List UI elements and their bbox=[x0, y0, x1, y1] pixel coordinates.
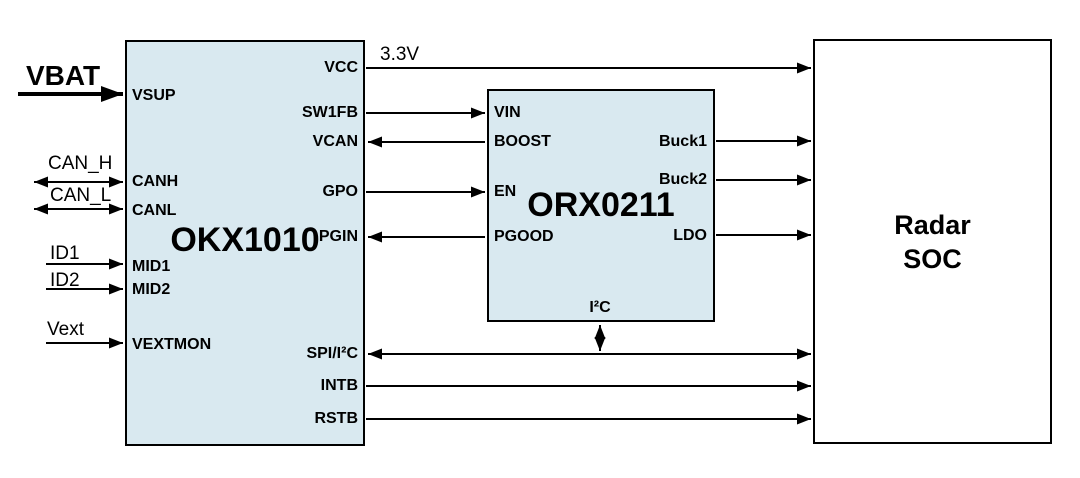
orx0211-pin-boost: BOOST bbox=[494, 133, 551, 150]
okx1010-pin-pgin: PGIN bbox=[318, 228, 358, 245]
radar-soc-title: Radar SOC bbox=[815, 208, 1050, 276]
orx0211-pin-ldo: LDO bbox=[673, 227, 707, 244]
radar-soc-title-line1: Radar bbox=[894, 210, 971, 240]
orx0211-title: ORX0211 bbox=[527, 186, 675, 224]
block-radar-soc: Radar SOC bbox=[813, 39, 1052, 444]
okx1010-pin-canl: CANL bbox=[132, 202, 177, 219]
okx1010-pin-canh: CANH bbox=[132, 173, 179, 190]
block-okx1010: OKX1010 bbox=[125, 40, 365, 446]
label-id2: ID2 bbox=[50, 270, 80, 291]
label-vext: Vext bbox=[47, 319, 84, 340]
orx0211-pin-buck2: Buck2 bbox=[658, 171, 707, 188]
okx1010-pin-vcan: VCAN bbox=[312, 133, 358, 150]
okx1010-pin-mid1: MID1 bbox=[132, 258, 171, 275]
orx0211-pin-en: EN bbox=[494, 183, 517, 200]
okx1010-pin-sw1fb: SW1FB bbox=[302, 104, 358, 121]
okx1010-pin-intb: INTB bbox=[320, 377, 358, 394]
radar-soc-title-line2: SOC bbox=[903, 244, 962, 274]
okx1010-pin-mid2: MID2 bbox=[132, 281, 171, 298]
okx1010-pin-rstb: RSTB bbox=[314, 410, 358, 427]
okx1010-pin-vcc: VCC bbox=[324, 59, 358, 76]
orx0211-pin-vin: VIN bbox=[494, 104, 521, 121]
okx1010-pin-vextmon: VEXTMON bbox=[132, 336, 212, 353]
orx0211-pin-i2c: I²C bbox=[589, 299, 611, 316]
orx0211-pin-buck1: Buck1 bbox=[658, 133, 707, 150]
label-can-l: CAN_L bbox=[50, 185, 112, 206]
label-can-h: CAN_H bbox=[48, 153, 113, 174]
orx0211-pin-pgood: PGOOD bbox=[494, 228, 554, 245]
label-vbat: VBAT bbox=[26, 60, 101, 91]
okx1010-pin-gpo: GPO bbox=[322, 183, 358, 200]
okx1010-title: OKX1010 bbox=[170, 221, 320, 259]
okx1010-pin-vsup: VSUP bbox=[132, 87, 176, 104]
label-id1: ID1 bbox=[50, 243, 80, 264]
okx1010-pin-spi-i2c: SPI/I²C bbox=[306, 345, 358, 362]
block-orx0211: ORX0211 bbox=[487, 89, 715, 322]
label-3v3-rail: 3.3V bbox=[380, 44, 420, 65]
